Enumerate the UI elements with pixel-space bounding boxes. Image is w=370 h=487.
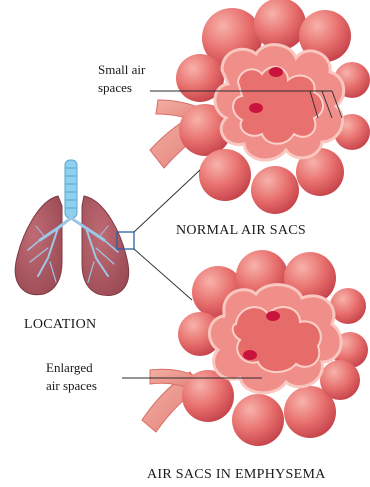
emphysema-air-sacs-illustration bbox=[122, 250, 368, 446]
normal-sac-cluster bbox=[176, 0, 370, 214]
emphysema-caption: AIR SACS IN EMPHYSEMA bbox=[147, 467, 326, 482]
connector-to-emphysema bbox=[134, 249, 192, 300]
trachea bbox=[65, 160, 77, 218]
small-air-spaces-label-line2: spaces bbox=[98, 80, 132, 95]
lungs-illustration bbox=[15, 160, 134, 296]
normal-air-sacs-illustration bbox=[150, 0, 370, 214]
enlarged-air-spaces-label-line1: Enlarged bbox=[46, 360, 93, 375]
normal-air-sacs-caption: NORMAL AIR SACS bbox=[176, 223, 306, 238]
emphysema-sac-cluster bbox=[178, 250, 368, 446]
location-caption: LOCATION bbox=[24, 317, 96, 332]
small-air-spaces-label-line1: Small air bbox=[98, 62, 146, 77]
enlarged-air-spaces-label-line2: air spaces bbox=[46, 378, 97, 393]
